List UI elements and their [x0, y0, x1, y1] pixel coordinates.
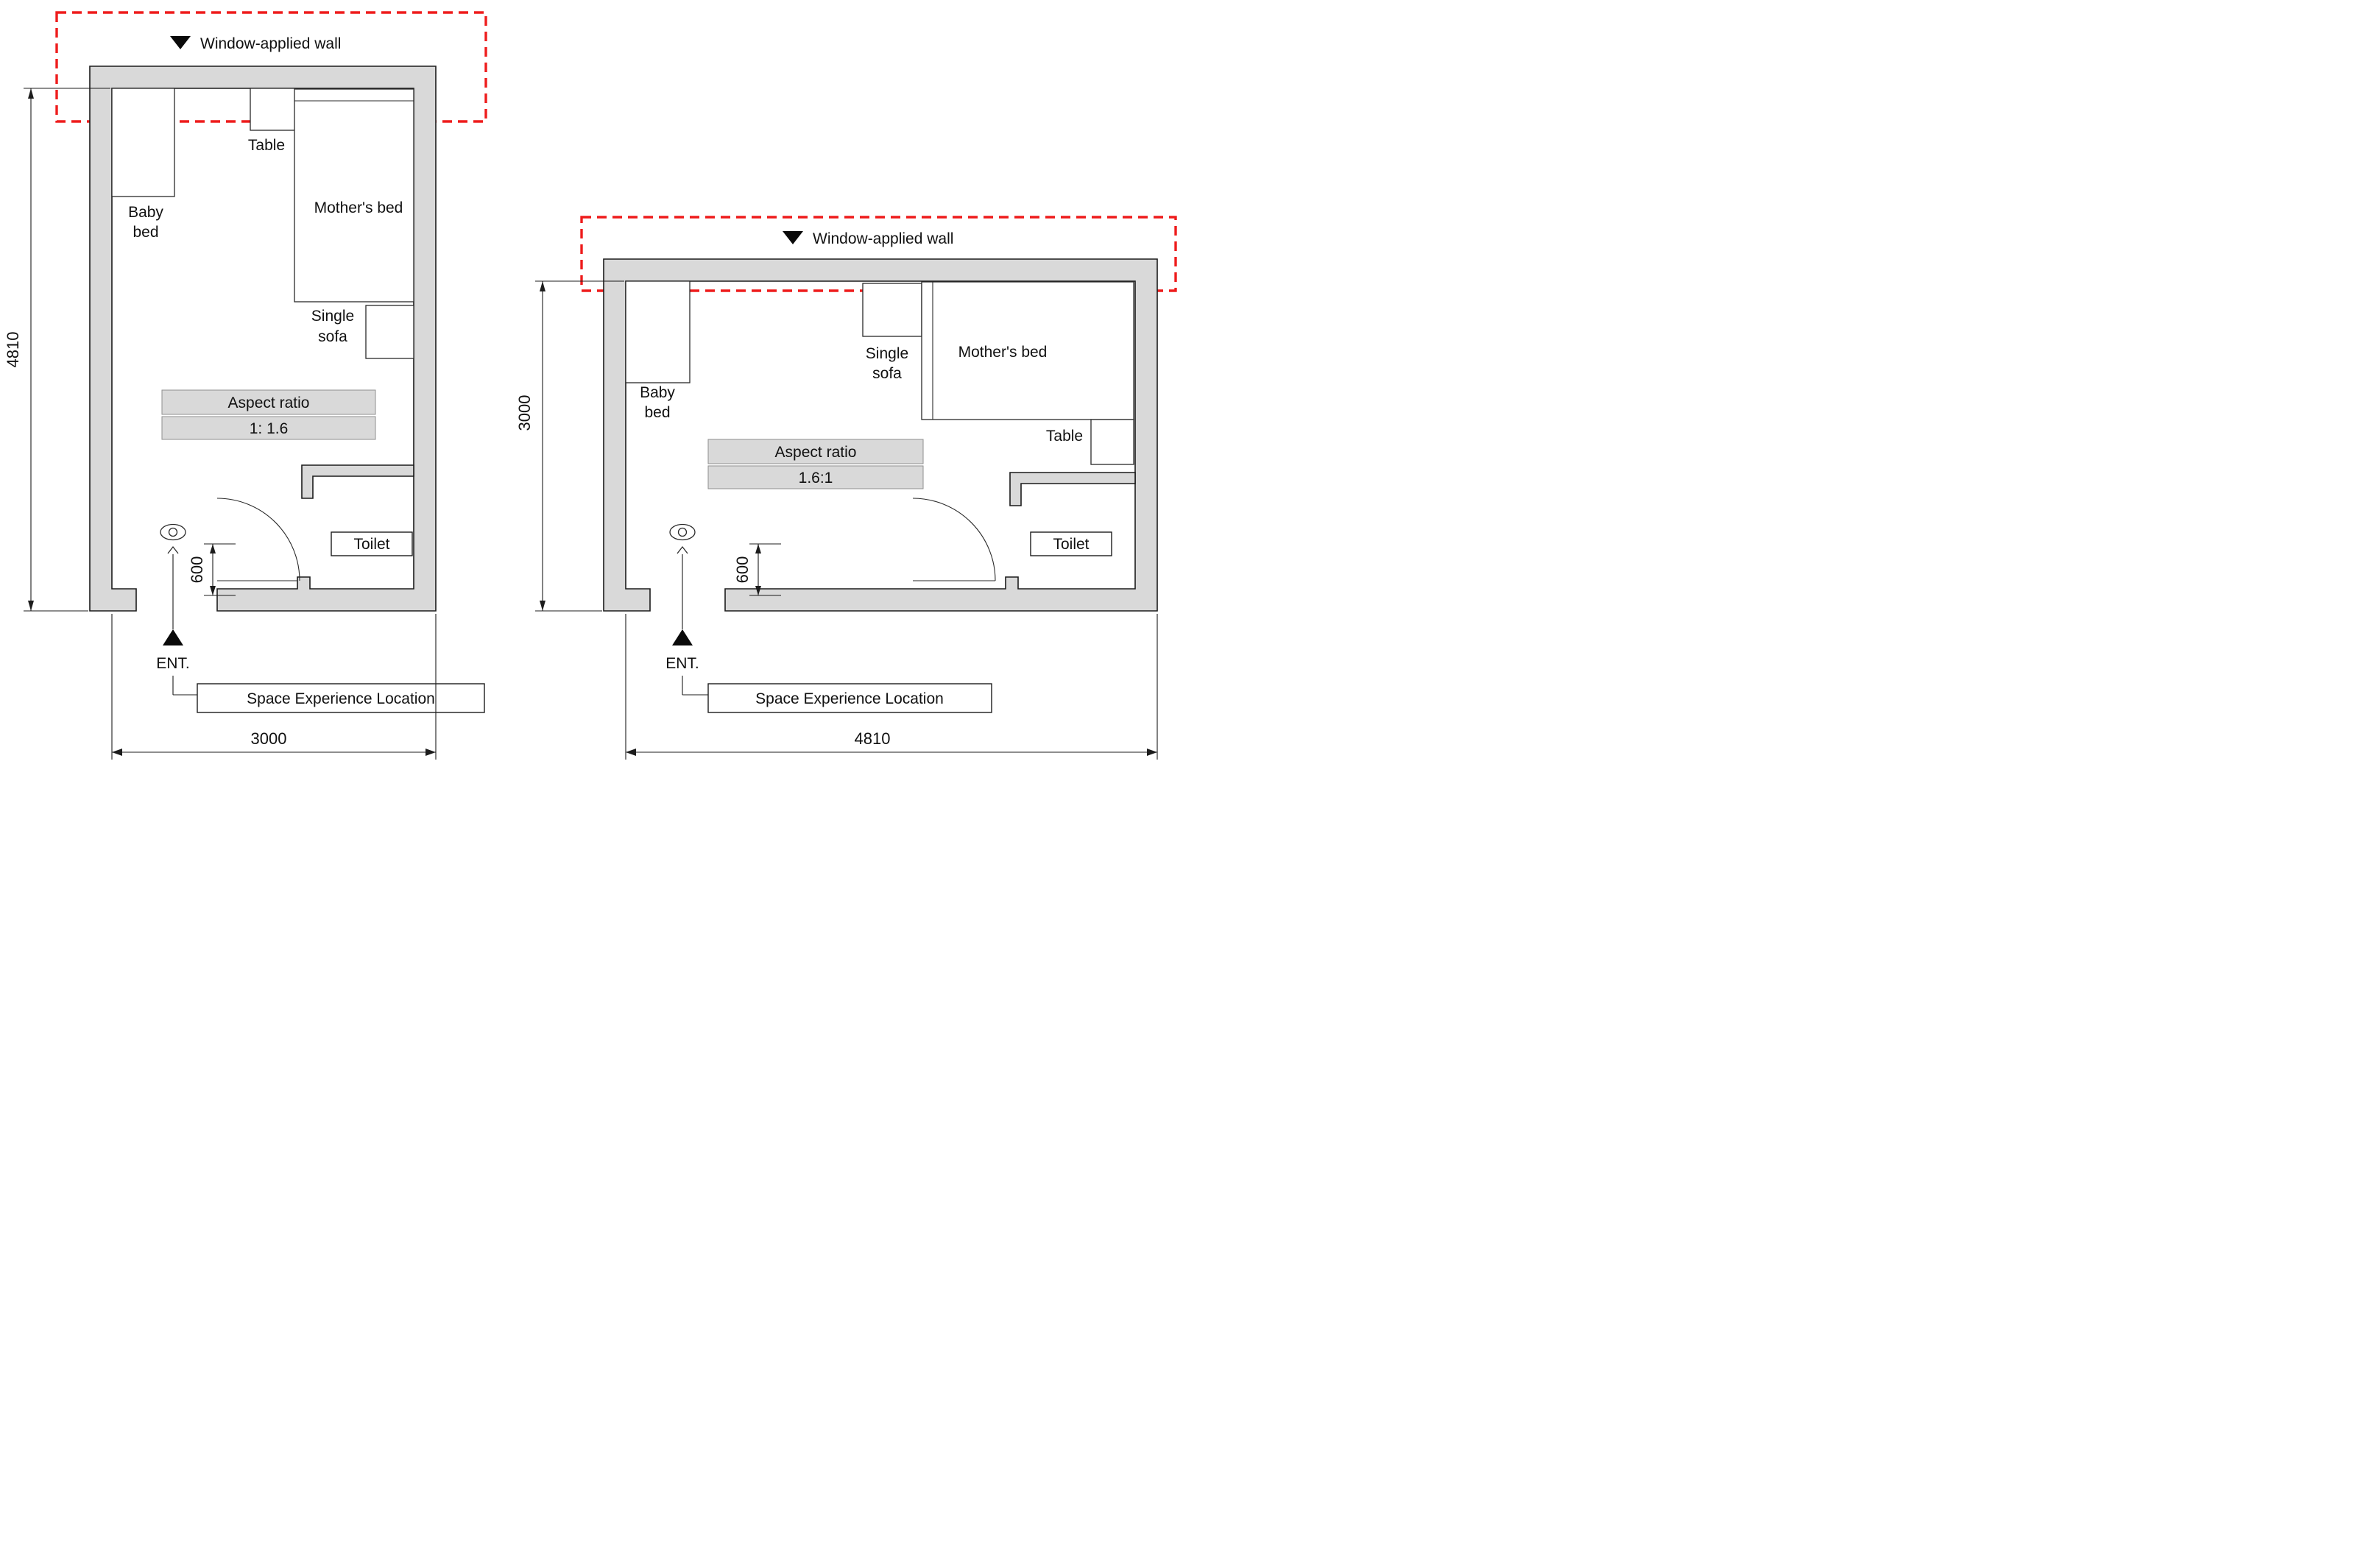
aspect-ratio-title-box [707, 439, 924, 464]
dimension-arrow-left [626, 749, 636, 756]
dimension-arrow-top [210, 544, 216, 553]
width-dimension: 3000 [111, 614, 437, 760]
window-direction-icon [170, 36, 191, 49]
right-plan: Window-applied wall Baby bed Single sofa… [515, 216, 1177, 760]
diagram-canvas: Window-applied wall Baby bed Table Mothe… [4, 11, 1177, 760]
experience-location-box [197, 683, 485, 713]
toilet-door-swing-arc [216, 498, 300, 581]
baby-bed-label-line2: bed [644, 404, 670, 421]
height-dimension: 3000 [515, 280, 624, 612]
table-label: Table [1046, 428, 1083, 445]
single-sofa [365, 305, 414, 359]
dimension-arrow-top [755, 544, 761, 553]
table-label: Table [248, 137, 285, 154]
left-plan: Window-applied wall Baby bed Table Mothe… [4, 11, 487, 760]
room-walls [603, 258, 1158, 612]
entrance-label: ENT. [665, 655, 699, 672]
experience-location-box [707, 683, 992, 713]
window-wall-label: Window-applied wall [200, 35, 341, 52]
toilet-label-box [1030, 531, 1112, 556]
height-dimension: 4810 [4, 88, 110, 612]
table [1090, 419, 1134, 465]
mothers-bed [294, 88, 414, 303]
entrance-arrow-icon [163, 629, 183, 645]
window-wall-label: Window-applied wall [813, 230, 953, 247]
height-dimension-text: 4810 [4, 332, 22, 368]
dimension-arrow-right [1147, 749, 1157, 756]
dimension-arrow-bottom [210, 586, 216, 595]
mothers-bed-label: Mother's bed [314, 199, 403, 216]
entrance-label: ENT. [156, 655, 190, 672]
door-opening-dimension: 600 [733, 543, 781, 596]
baby-bed-label-line1: Baby [640, 384, 675, 401]
dimension-arrow-bottom [28, 601, 34, 611]
single-sofa-label-line2: sofa [872, 365, 902, 382]
aspect-ratio-title: Aspect ratio [228, 395, 310, 411]
single-sofa-label-line1: Single [311, 308, 354, 325]
table [250, 88, 297, 131]
single-sofa-label-line2: sofa [318, 328, 347, 345]
dimension-arrow-bottom [540, 601, 545, 611]
aspect-ratio-value: 1.6:1 [799, 470, 833, 487]
eye-outline-icon [160, 523, 186, 541]
experience-location-label: Space Experience Location [247, 690, 435, 707]
dimension-arrow-right [425, 749, 436, 756]
width-dimension-text: 4810 [855, 729, 891, 748]
toilet-partition-wall [1009, 472, 1136, 506]
aspect-ratio-title: Aspect ratio [775, 444, 857, 461]
door-opening-dimension-text: 600 [733, 556, 752, 584]
dimension-arrow-left [112, 749, 122, 756]
single-sofa-label-line1: Single [866, 345, 908, 362]
eye-outline-icon [669, 523, 696, 541]
toilet-label: Toilet [1053, 536, 1089, 553]
view-point-icon [160, 523, 186, 554]
toilet-door-swing-arc [912, 498, 996, 581]
aspect-ratio-value-box [707, 465, 924, 489]
toilet-label: Toilet [353, 536, 389, 553]
eye-pupil-icon [168, 527, 178, 537]
width-dimension-text: 3000 [251, 729, 287, 748]
height-dimension-text: 3000 [515, 395, 534, 431]
dimension-arrow-bottom [755, 586, 761, 595]
baby-bed [111, 88, 175, 197]
room-walls [89, 66, 437, 612]
single-sofa [862, 283, 922, 337]
baby-bed-label-line1: Baby [128, 204, 163, 221]
aspect-ratio-value-box [161, 416, 376, 440]
aspect-ratio-value: 1: 1.6 [250, 420, 289, 437]
mothers-bed [921, 281, 1134, 420]
eye-pupil-icon [677, 527, 688, 537]
mothers-bed-label: Mother's bed [958, 344, 1048, 361]
view-direction-chevron-icon [167, 545, 179, 554]
toilet-label-box [331, 531, 413, 556]
door-opening-dimension: 600 [188, 543, 236, 596]
window-wall-highlight-box [55, 11, 487, 123]
dimension-arrow-top [540, 281, 545, 291]
door-opening-dimension-text: 600 [188, 556, 206, 584]
dimension-arrow-top [28, 88, 34, 99]
view-point-icon [669, 523, 696, 554]
toilet-partition-wall [301, 464, 414, 499]
width-dimension: 4810 [625, 614, 1158, 760]
experience-location-label: Space Experience Location [755, 690, 944, 707]
baby-bed [625, 280, 691, 383]
aspect-ratio-title-box [161, 389, 376, 415]
floor-plan-figure: Window-applied wall Baby bed Table Mothe… [0, 0, 1190, 776]
baby-bed-label-line2: bed [133, 224, 158, 241]
view-direction-chevron-icon [677, 545, 688, 554]
window-direction-icon [783, 231, 803, 244]
entrance-arrow-icon [672, 629, 693, 645]
